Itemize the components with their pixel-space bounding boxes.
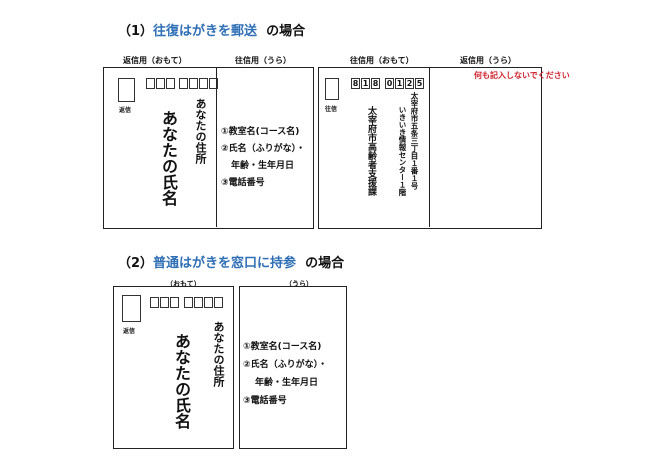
double-postcard-outgoing-side: 往信 8 1 8 0 1 2 5 太宰府市五条三丁目１番１号 いきいき情報センタ… <box>318 67 570 229</box>
your-name: あなたの氏名 <box>159 110 178 206</box>
card-divider <box>216 68 217 227</box>
recipient-name: 太宰府市高齢者支援課 <box>366 106 376 196</box>
double-postcard-reply-side: 返信 あなたの住所 あなたの氏名 ①教室名(コース名) ②氏名（ふりがな）・ 年… <box>103 67 314 229</box>
stamp-label: 返信 <box>123 328 136 335</box>
col-header-outgoing-back: 往信用（うら） <box>235 56 291 65</box>
postcard-back: ①教室名(コース名) ②氏名（ふりがな）・ 年齢・生年月日 ③電話番号 <box>239 286 347 449</box>
recipient-address-1: 太宰府市五条三丁目１番１号 <box>410 92 419 190</box>
section2-prefix: （2） <box>118 256 154 271</box>
zip-boxes-left <box>146 78 176 89</box>
your-name: あなたの氏名 <box>172 333 191 429</box>
stamp-label: 往信 <box>325 106 338 113</box>
zip-code-lower: 0 1 2 5 <box>385 78 424 89</box>
item-phone: ③電話番号 <box>243 396 287 406</box>
section1-prefix: （1） <box>118 24 154 39</box>
stamp-box <box>122 295 141 322</box>
stamp-box <box>325 78 339 100</box>
stamp-label: 返信 <box>119 107 132 114</box>
zip-code-upper: 8 1 8 <box>351 78 380 89</box>
col-header-reply-front: 返信用（おもて） <box>123 56 187 65</box>
section1-highlight: 往復はがきを郵送 <box>153 24 258 39</box>
your-address: あなたの住所 <box>212 321 225 387</box>
item-name-furigana: ②氏名（ふりがな）・ <box>221 144 306 154</box>
col-header-reply-back: 返信用（うら） <box>460 56 516 65</box>
zip-boxes-right <box>184 297 224 308</box>
col-header-outgoing-front: 往信用（おもて） <box>350 56 414 65</box>
do-not-write-note: 何も記入しないでください <box>474 71 570 80</box>
section2-highlight: 普通はがきを窓口に持参 <box>153 256 297 271</box>
item-age-birthday: 年齢・生年月日 <box>231 161 295 171</box>
stamp-box <box>118 78 135 102</box>
item-class-name: ①教室名(コース名) <box>221 127 300 137</box>
section2-heading: （2）普通はがきを窓口に持参 の場合 <box>118 252 344 271</box>
your-address: あなたの住所 <box>194 98 207 164</box>
item-name-furigana: ②氏名（ふりがな）・ <box>243 360 328 370</box>
section1-heading: （1）往復はがきを郵送 の場合 <box>118 20 305 39</box>
recipient-address-2: いきいき情報センター１階 <box>398 106 407 196</box>
section2-suffix: の場合 <box>305 256 345 271</box>
col-header-front: （おもて） <box>166 280 201 288</box>
item-age-birthday: 年齢・生年月日 <box>255 378 319 388</box>
postcard-front: 返信 あなたの住所 あなたの氏名 <box>113 286 234 449</box>
item-class-name: ①教室名(コース名) <box>243 342 322 352</box>
card-divider <box>429 68 430 227</box>
section1-suffix: の場合 <box>266 24 306 39</box>
zip-boxes-right <box>179 78 219 89</box>
zip-boxes-left <box>150 297 180 308</box>
col-header-back: （うら） <box>285 280 313 288</box>
item-phone: ③電話番号 <box>221 178 265 188</box>
